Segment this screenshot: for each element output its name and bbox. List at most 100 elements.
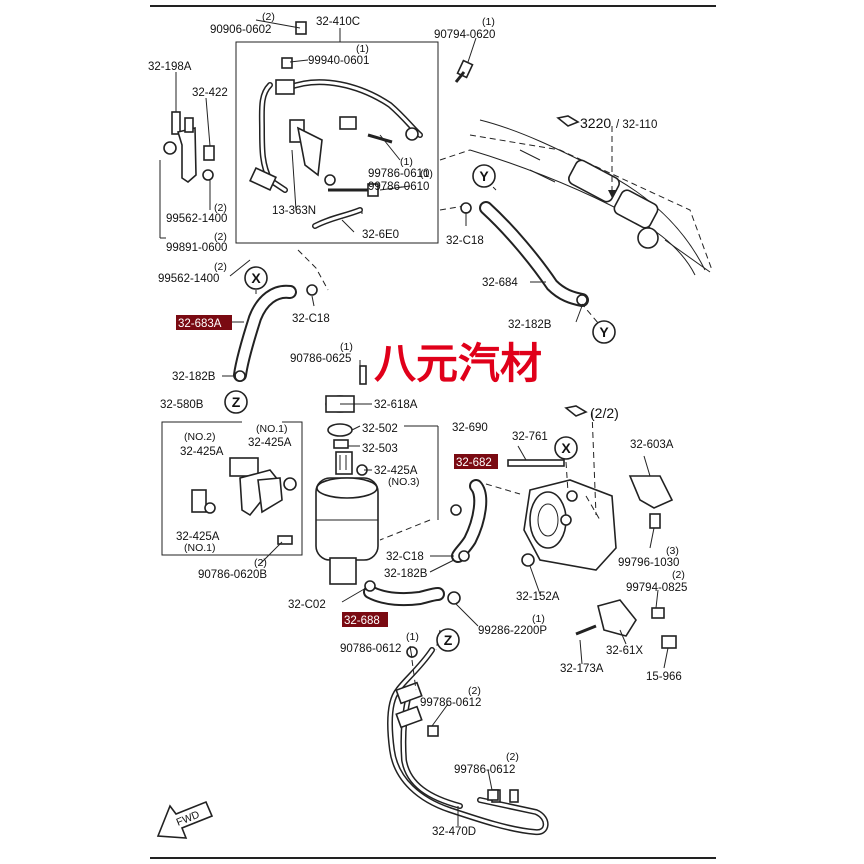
label-qty: (2) [468, 685, 481, 697]
label-32-173A: 32-173A [560, 663, 604, 675]
svg-text:Z: Z [444, 632, 453, 648]
label-32-688: 32-688 [344, 615, 380, 627]
label-no1: (NO.1) [256, 423, 288, 435]
label-no3: (NO.3) [388, 476, 420, 488]
label-qty: (1) [340, 341, 353, 353]
label-90786-0620B: 90786-0620B [198, 569, 267, 581]
svg-text:Y: Y [479, 168, 489, 184]
clamp-32-C18 [460, 202, 472, 214]
label-32-198A: 32-198A [148, 61, 192, 73]
ref-2-2: (2/2) [590, 405, 619, 421]
label-99562-1400: 99562-1400 [166, 213, 227, 225]
pipe-32-410C [249, 21, 423, 197]
label-qty: (1) [406, 631, 419, 643]
label-90786-0625: 90786-0625 [290, 353, 351, 365]
label-32-425A: 32-425A [180, 446, 224, 458]
label-32-502: 32-502 [362, 423, 398, 435]
label-qty: (1) [356, 43, 369, 55]
pipe-32-470D [387, 629, 549, 836]
label-qty: (2) [672, 569, 685, 581]
label-13-363N: 13-363N [272, 205, 316, 217]
bracket-32-580B [191, 457, 297, 545]
svg-text:Z: Z [232, 394, 241, 410]
steering-gear [469, 119, 713, 276]
label-32-182B: 32-182B [172, 371, 216, 383]
ref-32-110: / 32-110 [616, 119, 657, 131]
label-99891-0600: 99891-0600 [166, 242, 227, 254]
label-32-761: 32-761 [512, 431, 548, 443]
label-99940-0601: 99940-0601 [308, 55, 369, 67]
label-99794-0825: 99794-0825 [626, 582, 687, 594]
label-32-422: 32-422 [192, 87, 228, 99]
circle-ref-Y-top: Y [472, 164, 496, 188]
svg-text:Y: Y [599, 324, 609, 340]
pump-32-603A [485, 459, 677, 649]
label-99562-1400: 99562-1400 [158, 273, 219, 285]
label-32-61X: 32-61X [606, 645, 643, 657]
circle-ref-Z-left: Z [224, 390, 248, 414]
label-32-682: 32-682 [456, 457, 492, 469]
label-32-C18: 32-C18 [292, 313, 330, 325]
pointer-icon [564, 405, 588, 417]
upper-detail-box [235, 41, 439, 244]
pointer-icon [556, 115, 580, 127]
label-99786-0612: 99786-0612 [420, 697, 481, 709]
svg-text:X: X [561, 440, 571, 456]
label-32-425A: 32-425A [176, 531, 220, 543]
label-32-503: 32-503 [362, 443, 398, 455]
bolt-90794-0620 [454, 59, 474, 83]
label-32-690: 32-690 [452, 422, 488, 434]
label-qty: (2) [214, 261, 227, 273]
label-90906-0602: 90906-0602 [210, 24, 271, 36]
label-no1: (NO.1) [184, 542, 216, 554]
label-qty: (2) [214, 231, 227, 243]
fwd-arrow-icon: FWD [156, 800, 214, 839]
watermark: 八元汽材 [374, 339, 542, 388]
bracket-32-198A [163, 111, 215, 184]
label-qty: (1) [532, 613, 545, 625]
label-qty: (1) [400, 156, 413, 168]
label-90794-0620: 90794-0620 [434, 29, 495, 41]
label-qty: (1) [420, 168, 433, 180]
highlight-32-683A [176, 315, 232, 330]
label-99786-0610: 99786-0610 [368, 168, 429, 180]
label-15-966: 15-966 [646, 671, 682, 683]
label-32-425A: 32-425A [374, 465, 418, 477]
label-99286-2200P: 99286-2200P [478, 625, 547, 637]
label-qty: (1) [482, 16, 495, 28]
label-32-C02: 32-C02 [288, 599, 326, 611]
label-32-182B: 32-182B [508, 319, 552, 331]
label-32-470D: 32-470D [432, 826, 476, 838]
label-qty: (2) [262, 11, 275, 23]
bracket-detail-box [161, 421, 303, 556]
highlight-32-688 [342, 612, 388, 627]
label-32-6E0: 32-6E0 [362, 229, 399, 241]
svg-text:X: X [251, 270, 261, 286]
leader-dash [439, 149, 471, 161]
circle-ref-Y-bottom: Y [592, 320, 616, 344]
label-32-182B: 32-182B [384, 568, 428, 580]
label-32-683A: 32-683A [178, 318, 222, 330]
label-qty: (2) [214, 202, 227, 214]
label-32-580B: 32-580B [160, 399, 204, 411]
label-90786-0612: 90786-0612 [340, 643, 401, 655]
circle-ref-Z-bottom: Z [436, 628, 460, 652]
label-32-152A: 32-152A [516, 591, 560, 603]
ref-3220: 3220 [580, 115, 611, 131]
label-32-C18: 32-C18 [386, 551, 424, 563]
label-no2: (NO.2) [184, 431, 216, 443]
label-99796-1030: 99796-1030 [618, 557, 679, 569]
clamp-32-182B [576, 294, 588, 306]
circle-ref-X-right: X [554, 436, 578, 460]
label-32-425A: 32-425A [248, 437, 292, 449]
label-32-684: 32-684 [482, 277, 518, 289]
label-leaders [159, 19, 669, 826]
circle-ref-X-top: X [244, 266, 268, 290]
label-99786-0612: 99786-0612 [454, 764, 515, 776]
highlight-32-682 [454, 454, 498, 469]
label-32-618A: 32-618A [374, 399, 418, 411]
label-32-410C: 32-410C [316, 16, 360, 28]
label-qty: (3) [666, 545, 679, 557]
